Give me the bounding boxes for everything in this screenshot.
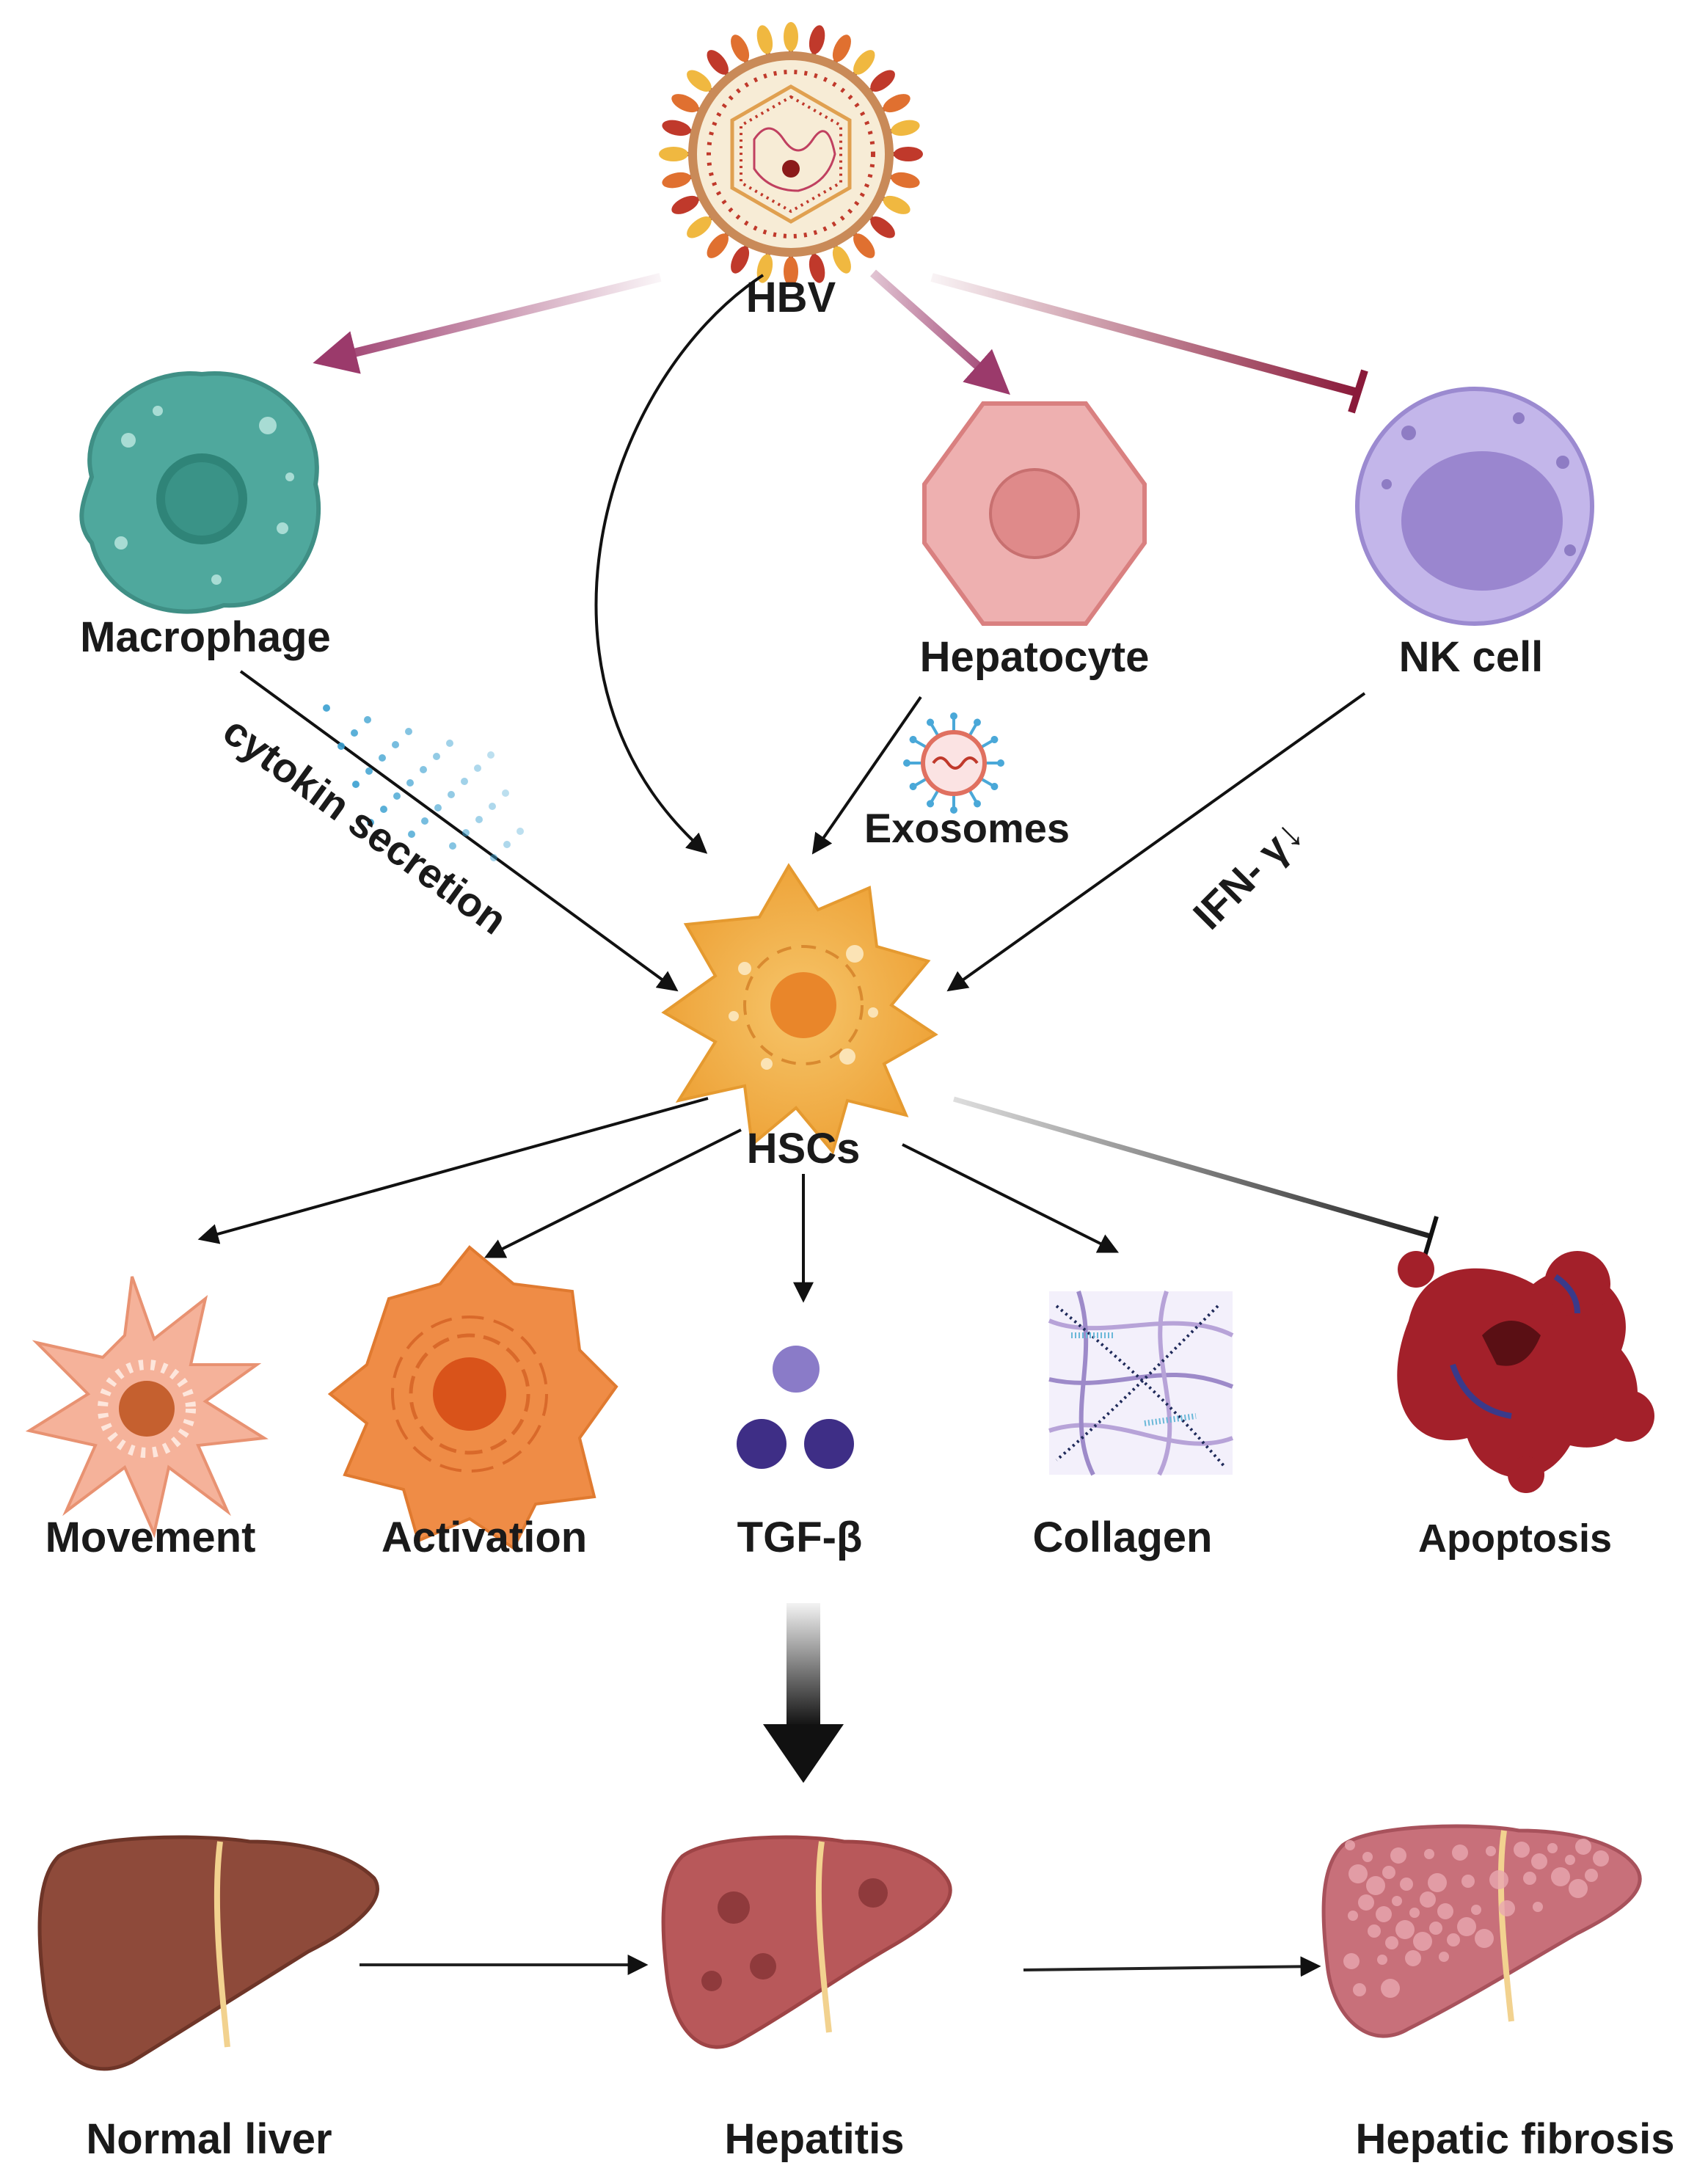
tgf-beta-molecules-icon xyxy=(737,1346,854,1469)
hsc-to-movement-arrow xyxy=(197,1097,709,1244)
stage-label-hepatic-fibrosis: Hepatic fibrosis xyxy=(1355,2115,1674,2163)
outcome-label-activation: Activation xyxy=(382,1514,587,1561)
hsc-inhibits-apoptosis-line xyxy=(953,1096,1431,1239)
hbv-virus-icon xyxy=(659,22,923,286)
big-down-arrow-head xyxy=(763,1724,844,1783)
exosomes-label: Exosomes xyxy=(864,805,1070,851)
exosome-icon xyxy=(903,712,1004,814)
macrophage-to-hsc-arrow xyxy=(239,670,679,992)
hepatitis-liver-icon xyxy=(661,1835,952,2049)
outcome-label-apoptosis: Apoptosis xyxy=(1418,1517,1612,1561)
stage-label-hepatitis: Hepatitis xyxy=(725,2115,905,2163)
hsc-cell-icon xyxy=(661,863,938,1156)
hbv-inhibits-nk-bar xyxy=(1348,369,1368,414)
hbv-to-hepatocyte-arrow xyxy=(870,269,1010,395)
nk-to-hsc-arrow xyxy=(946,692,1366,992)
hepatocyte-to-hsc-arrow xyxy=(811,696,922,855)
hepatocyte-cell-icon xyxy=(922,401,1147,626)
macrophage-label: Macrophage xyxy=(80,613,331,661)
collagen-fibers-icon xyxy=(1048,1291,1234,1476)
hbv-to-macrophage-arrow xyxy=(313,273,662,374)
stage-label-normal-liver: Normal liver xyxy=(86,2115,332,2163)
nk-cell-label: NK cell xyxy=(1399,633,1544,681)
apoptosis-cell-icon xyxy=(1397,1251,1654,1493)
hepatitis-to-fibrosis-arrow xyxy=(1023,1956,1321,1977)
hbv-inhibits-nk-line xyxy=(930,273,1359,397)
activation-cell-icon xyxy=(327,1245,618,1550)
cytokine-dots-icon xyxy=(323,704,524,861)
outcome-label-movement: Movement xyxy=(45,1514,256,1561)
outcome-label-tgf-beta: TGF-β xyxy=(737,1514,863,1561)
hepatocyte-label: Hepatocyte xyxy=(920,633,1150,681)
hsc-inhibits-apoptosis-bar xyxy=(1423,1216,1439,1257)
cytokine-secretion-label: cytokin secretion xyxy=(215,707,516,944)
macrophage-cell-icon xyxy=(79,371,321,614)
movement-cell-icon xyxy=(25,1276,269,1539)
ifn-gamma-label: IFN- γ↓ xyxy=(1184,810,1312,938)
hbv-label: HBV xyxy=(746,274,836,321)
normal-liver-icon xyxy=(37,1835,379,2071)
hepatic-fibrosis-liver-icon xyxy=(1321,1824,1642,2038)
hbv-to-hsc-arrow xyxy=(594,274,764,854)
hsc-to-activation-arrow xyxy=(483,1128,742,1258)
big-down-arrow-shaft xyxy=(787,1603,820,1726)
outcome-label-collagen: Collagen xyxy=(1033,1514,1213,1561)
nk-cell-icon xyxy=(1355,387,1594,626)
hsc-to-collagen-arrow xyxy=(902,1143,1120,1253)
hscs-label: HSCs xyxy=(747,1125,861,1172)
